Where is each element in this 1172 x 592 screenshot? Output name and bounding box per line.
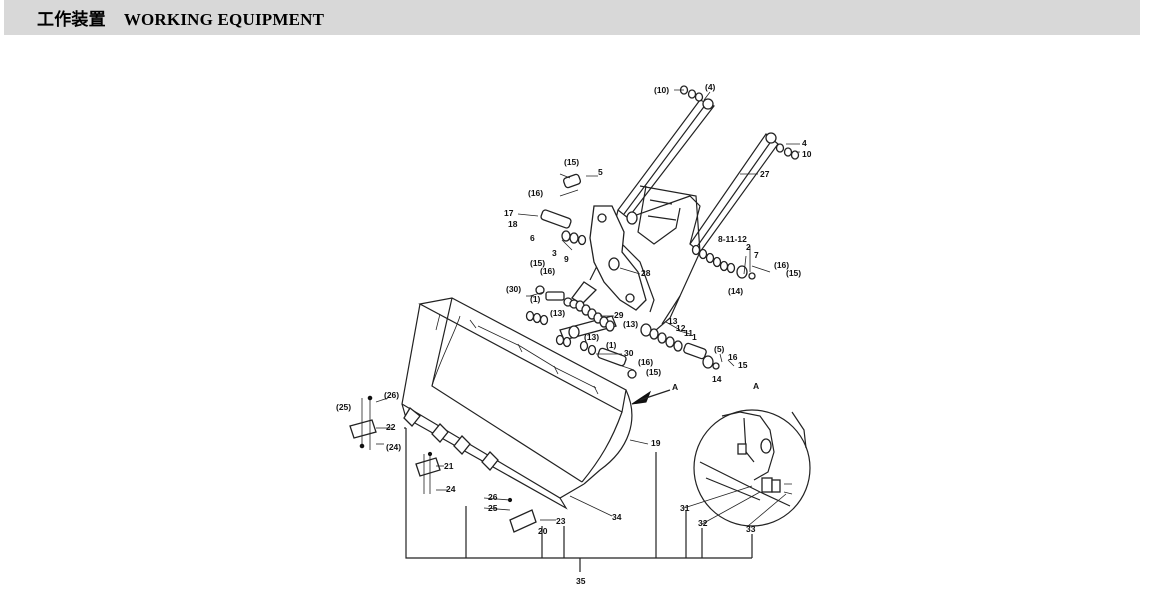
- callout-label: 3: [552, 248, 557, 258]
- callout-label: (15): [530, 258, 545, 268]
- callout-label: (13): [550, 308, 565, 318]
- callout-label: (16): [638, 357, 653, 367]
- callout-label: 34: [612, 512, 622, 522]
- callout-label: 28: [641, 268, 651, 278]
- callout-label: (26): [384, 390, 399, 400]
- callout-label: 27: [760, 169, 770, 179]
- callout-label: 13: [668, 316, 678, 326]
- callout-label: (24): [386, 442, 401, 452]
- callout-label: 35: [576, 576, 586, 586]
- callout-label: (10): [654, 85, 669, 95]
- callout-label: 29: [614, 310, 624, 320]
- callout-label: 26: [488, 492, 498, 502]
- callout-label: (15): [564, 157, 579, 167]
- callout-label: (13): [584, 332, 599, 342]
- callout-label: 32: [698, 518, 708, 528]
- callout-label: (13): [623, 319, 638, 329]
- callout-label: 30: [624, 348, 634, 358]
- callout-label: (4): [705, 82, 716, 92]
- callout-label: 14: [712, 374, 722, 384]
- callout-label: 19: [651, 438, 661, 448]
- callout-label: 12: [676, 323, 686, 333]
- callout-label: 33: [746, 524, 756, 534]
- callout-label: 18: [508, 219, 518, 229]
- callout-labels: (10) (4) 4 10 27 (15) 5 (16) 17 18 6 3 9…: [336, 82, 812, 586]
- detail-a-view: [693, 409, 811, 527]
- header-bar: 工作装置 WORKING EQUIPMENT: [4, 0, 1140, 35]
- callout-label: 5: [598, 167, 603, 177]
- callout-label: 1: [692, 332, 697, 342]
- callout-label: (5): [714, 344, 725, 354]
- callout-label: A: [753, 381, 759, 391]
- callout-label: 2: [746, 242, 751, 252]
- callout-label: (1): [606, 340, 617, 350]
- callout-label: (16): [540, 266, 555, 276]
- callout-label: 8-11-12: [718, 234, 747, 244]
- callout-label: 16: [728, 352, 738, 362]
- pins-and-bushings: [525, 85, 800, 379]
- callout-label: (15): [786, 268, 801, 278]
- callout-label: (30): [506, 284, 521, 294]
- callout-label: 6: [530, 233, 535, 243]
- page-title-en: WORKING EQUIPMENT: [123, 10, 325, 29]
- callout-label: 11: [684, 328, 693, 338]
- callout-label: 20: [538, 526, 548, 536]
- page-title-cn: 工作装置: [37, 10, 106, 29]
- callout-label: (16): [528, 188, 543, 198]
- callout-label: 21: [444, 461, 454, 471]
- view-arrow: [631, 389, 671, 405]
- callout-label: 22: [386, 422, 396, 432]
- callout-label: 10: [802, 149, 812, 159]
- callout-label: 23: [556, 516, 566, 526]
- callout-label: (25): [336, 402, 351, 412]
- callout-label: 7: [754, 250, 759, 260]
- bucket: [401, 297, 633, 510]
- bucket-teeth: [349, 407, 537, 533]
- bolts: [359, 295, 534, 503]
- leader-lines: [375, 89, 800, 572]
- callout-label: (14): [728, 286, 743, 296]
- callout-label: 25: [488, 503, 498, 513]
- callout-label: (1): [530, 294, 541, 304]
- callout-label: 9: [564, 254, 569, 264]
- bell-crank: [589, 205, 647, 311]
- callout-label: (15): [646, 367, 661, 377]
- callout-label: 17: [504, 208, 514, 218]
- callout-label: (16): [774, 260, 789, 270]
- callout-label: 4: [802, 138, 807, 148]
- callout-label: 24: [446, 484, 456, 494]
- callout-label: A: [672, 382, 678, 392]
- page-title: 工作装置 WORKING EQUIPMENT: [37, 5, 324, 30]
- callout-label: 15: [738, 360, 748, 370]
- callout-label: 31: [680, 503, 690, 513]
